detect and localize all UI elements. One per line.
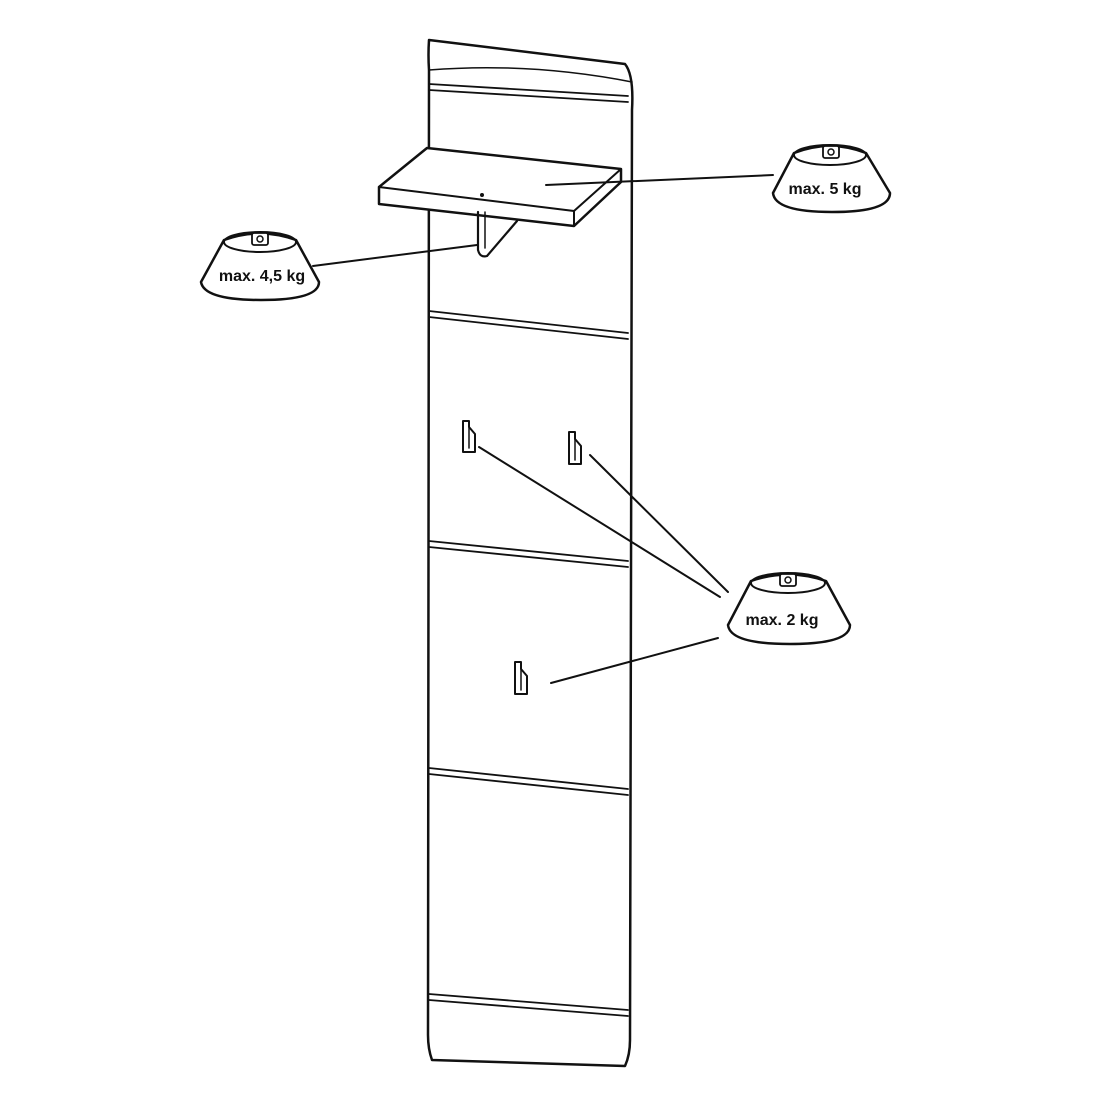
- weight-shelf-hanger: max. 4,5 kg: [199, 231, 321, 302]
- leader-hook-2: [589, 454, 729, 593]
- panel-groove-2: [428, 310, 629, 340]
- hook-1: [462, 420, 476, 453]
- weight-hooks: max. 2 kg: [726, 572, 852, 646]
- weight-shelf: max. 5 kg: [771, 144, 892, 214]
- panel-top-curve: [428, 66, 633, 83]
- shelf: [377, 146, 623, 258]
- leader-bracket: [312, 244, 478, 267]
- weight-label-shelf-hanger: max. 4,5 kg: [219, 268, 305, 285]
- weight-label-hooks: max. 2 kg: [746, 612, 819, 629]
- weight-label-shelf: max. 5 kg: [789, 181, 862, 198]
- panel-groove-1: [428, 83, 629, 103]
- hook-2: [568, 431, 582, 465]
- panel-groove-5: [428, 993, 629, 1017]
- hook-3: [514, 661, 528, 695]
- panel-groove-4: [428, 767, 629, 796]
- panel-outline: [426, 38, 634, 1068]
- panel-groove-3: [428, 540, 629, 568]
- shelf-bracket: [476, 210, 519, 258]
- shelf-icon: [377, 146, 623, 228]
- leader-hook-1: [478, 446, 721, 598]
- leader-hook-3: [550, 637, 719, 684]
- leader-lines: [312, 174, 774, 684]
- leader-shelf: [545, 174, 774, 186]
- wall-panel: [426, 38, 634, 1068]
